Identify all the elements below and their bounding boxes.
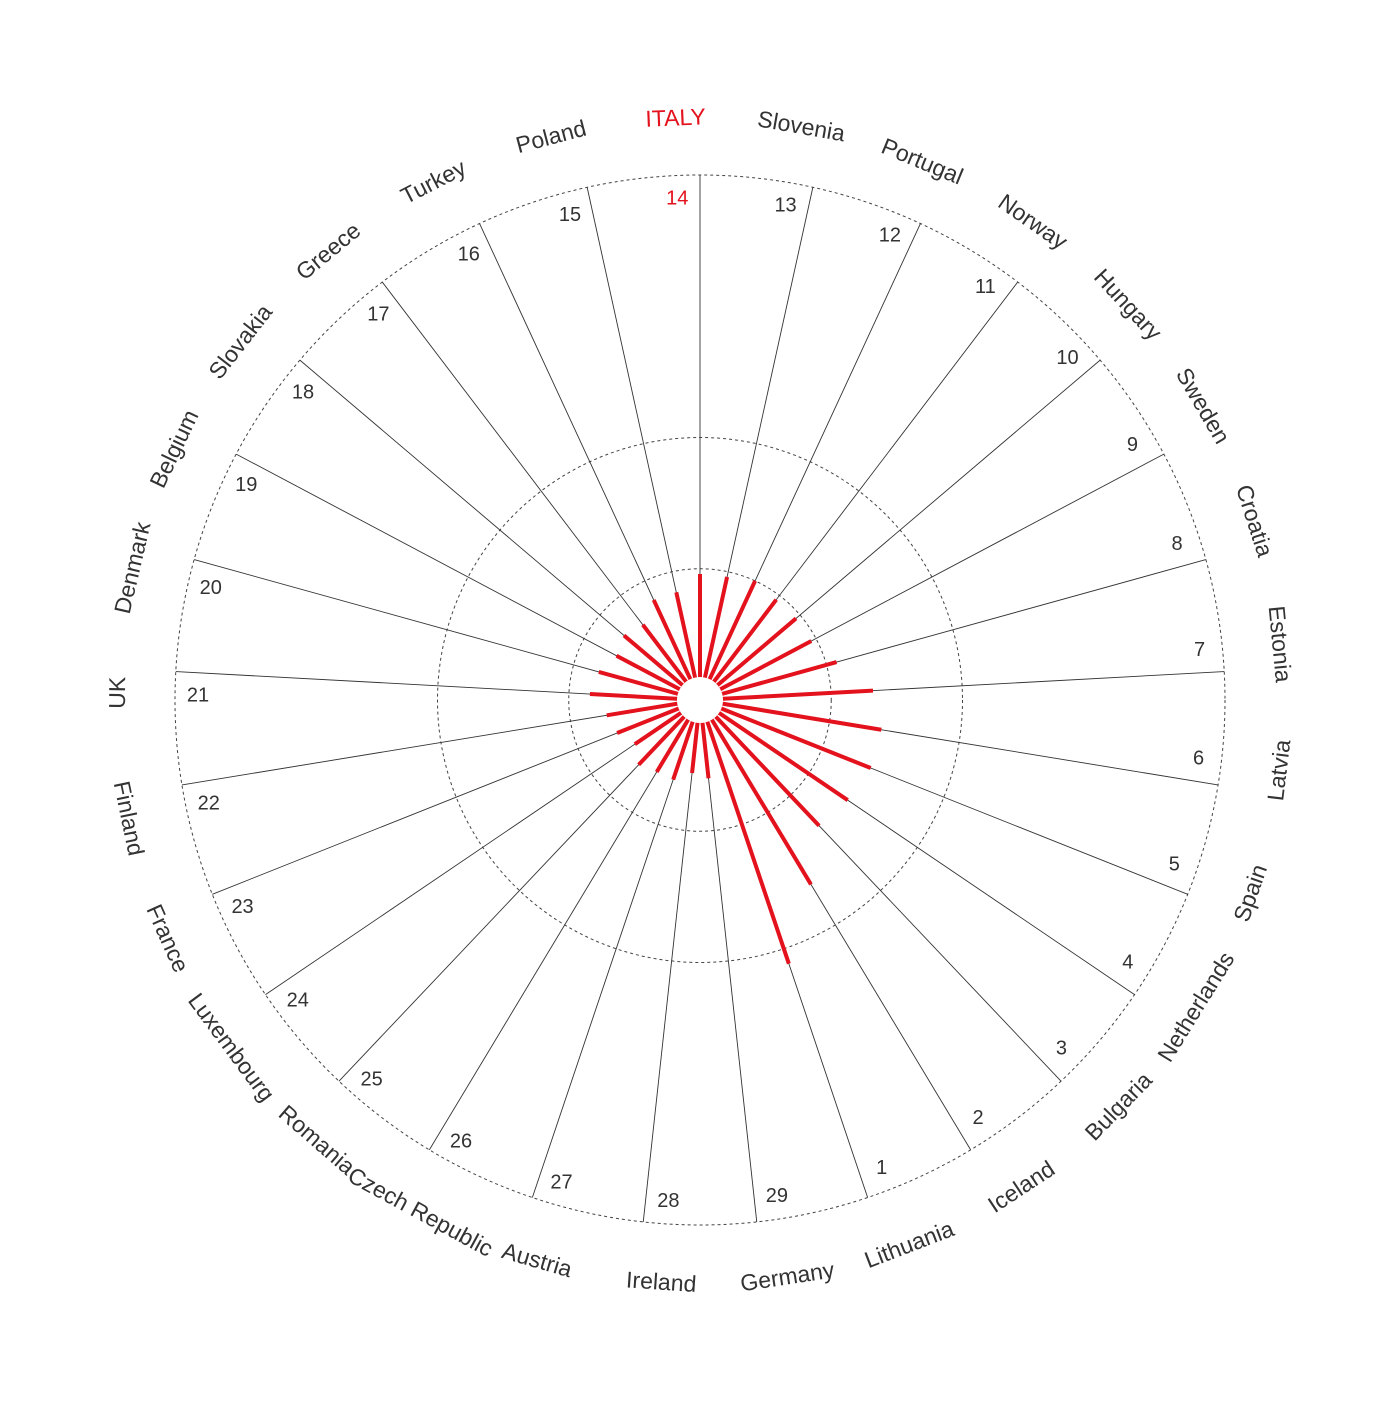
- spoke-greece: [381, 281, 687, 682]
- rank-label-slovenia: 13: [774, 194, 796, 216]
- country-label-austria: Austria: [499, 1237, 575, 1282]
- rank-label-portugal: 12: [879, 224, 901, 246]
- bar-bulgaria: [698, 698, 821, 828]
- country-label-denmark: Denmark: [109, 519, 156, 616]
- spoke-germany: [702, 722, 758, 1222]
- country-label-spain: Spain: [1228, 861, 1272, 925]
- country-label-greece: Greece: [291, 217, 366, 285]
- spoke-czech-republic: [428, 719, 689, 1151]
- rank-label-poland: 15: [559, 204, 581, 226]
- bar-netherlands: [698, 698, 849, 802]
- bars: [589, 574, 882, 965]
- country-label-lithuania: Lithuania: [861, 1215, 958, 1273]
- rank-label-greece: 17: [367, 304, 389, 326]
- rank-label-sweden: 9: [1127, 434, 1138, 456]
- rank-label-italy: 14: [666, 188, 688, 210]
- country-label-estonia: Estonia: [1264, 605, 1297, 684]
- country-label-norway: Norway: [994, 189, 1073, 255]
- rank-label-croatia: 8: [1172, 533, 1183, 555]
- rank-label-finland: 22: [198, 793, 220, 815]
- country-label-poland: Poland: [513, 115, 589, 158]
- country-label-turkey: Turkey: [396, 154, 470, 209]
- country-label-italy: ITALY: [645, 103, 707, 132]
- rank-label-uk: 21: [187, 685, 209, 707]
- rank-label-lithuania: 1: [876, 1157, 887, 1179]
- country-label-croatia: Croatia: [1231, 481, 1279, 560]
- bar-iceland: [698, 698, 813, 886]
- country-label-netherlands: Netherlands: [1152, 947, 1239, 1066]
- rank-label-estonia: 7: [1194, 639, 1205, 661]
- country-label-bulgaria: Bulgaria: [1080, 1067, 1158, 1146]
- rank-label-germany: 29: [766, 1185, 788, 1207]
- country-label-slovenia: Slovenia: [756, 105, 848, 146]
- country-label-czech-republic: Czech Republic: [344, 1162, 498, 1262]
- rank-label-romania: 25: [361, 1069, 383, 1091]
- spoke-france: [212, 708, 679, 895]
- country-label-slovakia: Slovakia: [203, 299, 277, 384]
- rank-label-slovakia: 18: [292, 382, 314, 404]
- rank-label-belgium: 19: [235, 474, 257, 496]
- spoke-luxembourg: [265, 712, 682, 995]
- spoke-slovakia: [299, 359, 683, 686]
- bar-spain: [699, 698, 872, 770]
- rank-label-austria: 27: [550, 1172, 572, 1194]
- center-hole: [677, 677, 723, 723]
- spoke-ireland: [642, 722, 698, 1222]
- rank-label-bulgaria: 3: [1056, 1037, 1067, 1059]
- country-label-uk: UK: [104, 676, 130, 709]
- bar-estonia: [699, 688, 874, 702]
- country-label-romania: Romania: [274, 1100, 361, 1180]
- spoke-belgium: [235, 453, 680, 690]
- bar-latvia: [699, 698, 882, 732]
- country-label-iceland: Iceland: [983, 1155, 1059, 1218]
- country-label-germany: Germany: [739, 1256, 837, 1296]
- spoke-finland: [181, 703, 678, 786]
- rank-label-denmark: 20: [200, 577, 222, 599]
- country-label-france: France: [141, 900, 194, 976]
- rank-label-norway: 11: [975, 276, 996, 298]
- country-label-finland: Finland: [109, 779, 150, 858]
- country-label-latvia: Latvia: [1262, 738, 1295, 802]
- rank-label-iceland: 2: [972, 1107, 983, 1129]
- country-label-hungary: Hungary: [1089, 264, 1167, 346]
- rank-label-spain: 5: [1169, 853, 1180, 875]
- country-label-sweden: Sweden: [1171, 363, 1235, 448]
- country-label-ireland: Ireland: [625, 1266, 697, 1297]
- rank-label-latvia: 6: [1193, 748, 1204, 770]
- rank-label-turkey: 16: [458, 243, 480, 265]
- country-label-luxembourg: Luxembourg: [183, 988, 280, 1106]
- spoke-romania: [338, 716, 685, 1082]
- country-label-belgium: Belgium: [144, 406, 203, 492]
- rank-label-ireland: 28: [657, 1190, 679, 1212]
- bar-croatia: [699, 660, 838, 702]
- country-label-portugal: Portugal: [878, 133, 967, 190]
- bar-lithuania: [698, 699, 791, 965]
- rank-label-czech-republic: 26: [450, 1130, 472, 1152]
- rank-label-hungary: 10: [1056, 347, 1078, 369]
- rank-label-netherlands: 4: [1122, 952, 1133, 974]
- spoke-denmark: [194, 559, 678, 695]
- spoke-austria: [531, 721, 694, 1198]
- rank-label-france: 23: [231, 896, 253, 918]
- rank-label-luxembourg: 24: [287, 989, 309, 1011]
